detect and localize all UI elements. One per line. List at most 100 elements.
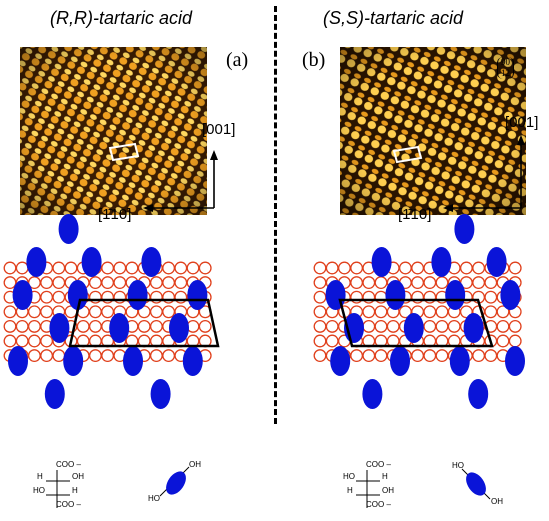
substrate-atom bbox=[101, 305, 115, 319]
substrate-atom bbox=[313, 305, 327, 319]
title-rr: (R,R)-tartaric acid bbox=[50, 8, 193, 28]
substrate-atom bbox=[40, 276, 54, 290]
axes-a bbox=[143, 150, 218, 212]
tartrate-molecule bbox=[403, 313, 424, 343]
unit-cell-a bbox=[68, 298, 220, 348]
substrate-atom bbox=[52, 276, 66, 290]
substrate-atom bbox=[149, 349, 163, 363]
substrate-atom bbox=[40, 290, 54, 304]
substrate-atom bbox=[186, 261, 200, 275]
substrate-atom bbox=[137, 319, 151, 333]
tartrate-molecule bbox=[486, 247, 507, 277]
lattice-model-a bbox=[3, 214, 212, 409]
substrate-atom bbox=[484, 305, 498, 319]
substrate-atom bbox=[496, 319, 510, 333]
substrate-atom bbox=[423, 290, 437, 304]
axes-b bbox=[443, 135, 525, 212]
substrate-atom bbox=[350, 261, 364, 275]
substrate-atom bbox=[162, 261, 176, 275]
tartrate-molecule bbox=[8, 346, 28, 376]
title-ss: (S,S)-tartaric acid bbox=[323, 8, 464, 28]
substrate-atom bbox=[101, 276, 115, 290]
substrate-atom bbox=[88, 349, 102, 363]
substrate-atom bbox=[313, 334, 327, 348]
substrate-atom bbox=[350, 276, 364, 290]
substrate-atom bbox=[423, 319, 437, 333]
substrate-atom bbox=[374, 290, 388, 304]
substrate-atom bbox=[362, 276, 376, 290]
tartrate-molecule bbox=[454, 214, 475, 244]
substrate-atom bbox=[362, 305, 376, 319]
substrate-atom bbox=[101, 290, 115, 304]
substrate-atom bbox=[52, 349, 66, 363]
tartrate-molecule bbox=[385, 280, 406, 310]
substrate-atom bbox=[40, 334, 54, 348]
substrate-atom bbox=[423, 276, 437, 290]
substrate-atom bbox=[3, 319, 17, 333]
substrate-atom bbox=[398, 261, 412, 275]
substrate-atom bbox=[411, 261, 425, 275]
tartrate-molecule bbox=[431, 247, 452, 277]
substrate-atom bbox=[411, 290, 425, 304]
substrate-atom bbox=[88, 305, 102, 319]
substrate-atom bbox=[198, 261, 212, 275]
tartrate-molecule bbox=[81, 247, 102, 277]
fischer-projection-b bbox=[356, 470, 380, 508]
tartrate-molecule bbox=[123, 346, 143, 376]
model-label-b-upper: HO bbox=[452, 461, 464, 470]
substrate-atom bbox=[76, 319, 90, 333]
substrate-atom bbox=[113, 290, 127, 304]
substrate-atom bbox=[162, 276, 176, 290]
substrate-atom bbox=[447, 319, 461, 333]
substrate-atom bbox=[374, 319, 388, 333]
unit-cell-marker-a bbox=[108, 142, 140, 162]
substrate-atom bbox=[113, 276, 127, 290]
substrate-atom bbox=[325, 334, 339, 348]
tartrate-molecule bbox=[150, 379, 171, 409]
direction-110-a: [1̄10] bbox=[98, 206, 132, 223]
substrate-atom bbox=[88, 319, 102, 333]
substrate-atom bbox=[362, 319, 376, 333]
substrate-atom bbox=[313, 276, 327, 290]
tartrate-molecule bbox=[169, 313, 189, 343]
substrate-atom bbox=[149, 290, 163, 304]
molecule-model-a bbox=[159, 466, 190, 497]
substrate-atom bbox=[508, 261, 522, 275]
model-label-b-lower: OH bbox=[491, 497, 503, 506]
tartrate-molecule bbox=[58, 214, 79, 244]
substrate-atom bbox=[101, 261, 115, 275]
substrate-atom bbox=[149, 276, 163, 290]
substrate-atom bbox=[313, 290, 327, 304]
substrate-atom bbox=[88, 290, 102, 304]
tartrate-molecule bbox=[500, 280, 521, 310]
substrate-atom bbox=[162, 349, 176, 363]
tartrate-molecule bbox=[182, 346, 203, 376]
tartrate-molecule bbox=[468, 379, 489, 409]
tartrate-molecule bbox=[63, 346, 84, 376]
substrate-atom bbox=[3, 276, 17, 290]
substrate-atom bbox=[162, 305, 176, 319]
tartrate-molecule bbox=[67, 280, 88, 310]
substrate-atom bbox=[15, 261, 29, 275]
tartrate-molecule bbox=[505, 346, 525, 376]
substrate-atom bbox=[350, 349, 364, 363]
tartrate-molecule bbox=[445, 280, 466, 310]
substrate-atom bbox=[162, 290, 176, 304]
substrate-atom bbox=[435, 305, 449, 319]
tartrate-molecule bbox=[44, 379, 65, 409]
substrate-atom bbox=[313, 349, 327, 363]
substrate-atom bbox=[174, 290, 188, 304]
substrate-atom bbox=[435, 276, 449, 290]
direction-001-a: [001] bbox=[202, 121, 236, 138]
label-b: (b) bbox=[302, 49, 326, 71]
substrate-atom bbox=[508, 334, 522, 348]
substrate-atom bbox=[496, 334, 510, 348]
substrate-atom bbox=[325, 319, 339, 333]
panel-divider bbox=[274, 6, 277, 424]
tartrate-molecule bbox=[49, 313, 70, 343]
substrate-atom bbox=[27, 305, 41, 319]
lattice-model-b bbox=[313, 214, 525, 409]
substrate-atom bbox=[52, 290, 66, 304]
